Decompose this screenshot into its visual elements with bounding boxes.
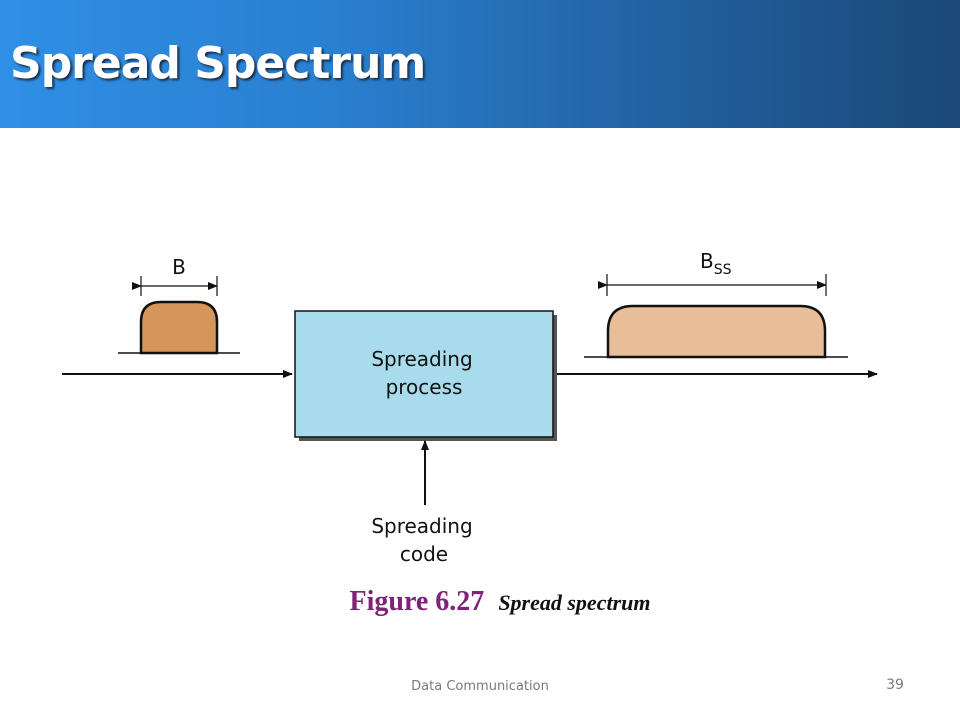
- output-bandwidth-label-main: B: [700, 249, 714, 273]
- output-spectrum-shape: [606, 304, 827, 359]
- output-bandwidth-label: BSS: [700, 249, 732, 278]
- output-bandwidth-label-sub: SS: [714, 262, 732, 278]
- footer-text: Data Communication: [411, 679, 549, 694]
- title-bar: Spread Spectrum: [0, 0, 960, 128]
- process-label-line2: process: [386, 375, 463, 399]
- slide-number: 39: [886, 677, 904, 693]
- spreading-process-box: [294, 310, 554, 438]
- code-label-line1: Spreading: [371, 514, 472, 538]
- process-label-line1: Spreading: [371, 347, 472, 371]
- code-label-line2: code: [400, 542, 448, 566]
- slide-title: Spread Spectrum: [10, 38, 426, 89]
- figure-caption: Figure 6.27 Spread spectrum: [0, 586, 960, 618]
- input-bandwidth-label: B: [172, 255, 186, 279]
- figure-number: Figure 6.27: [349, 586, 485, 617]
- input-spectrum-shape: [139, 300, 219, 355]
- figure-caption-text: Spread spectrum: [498, 590, 651, 615]
